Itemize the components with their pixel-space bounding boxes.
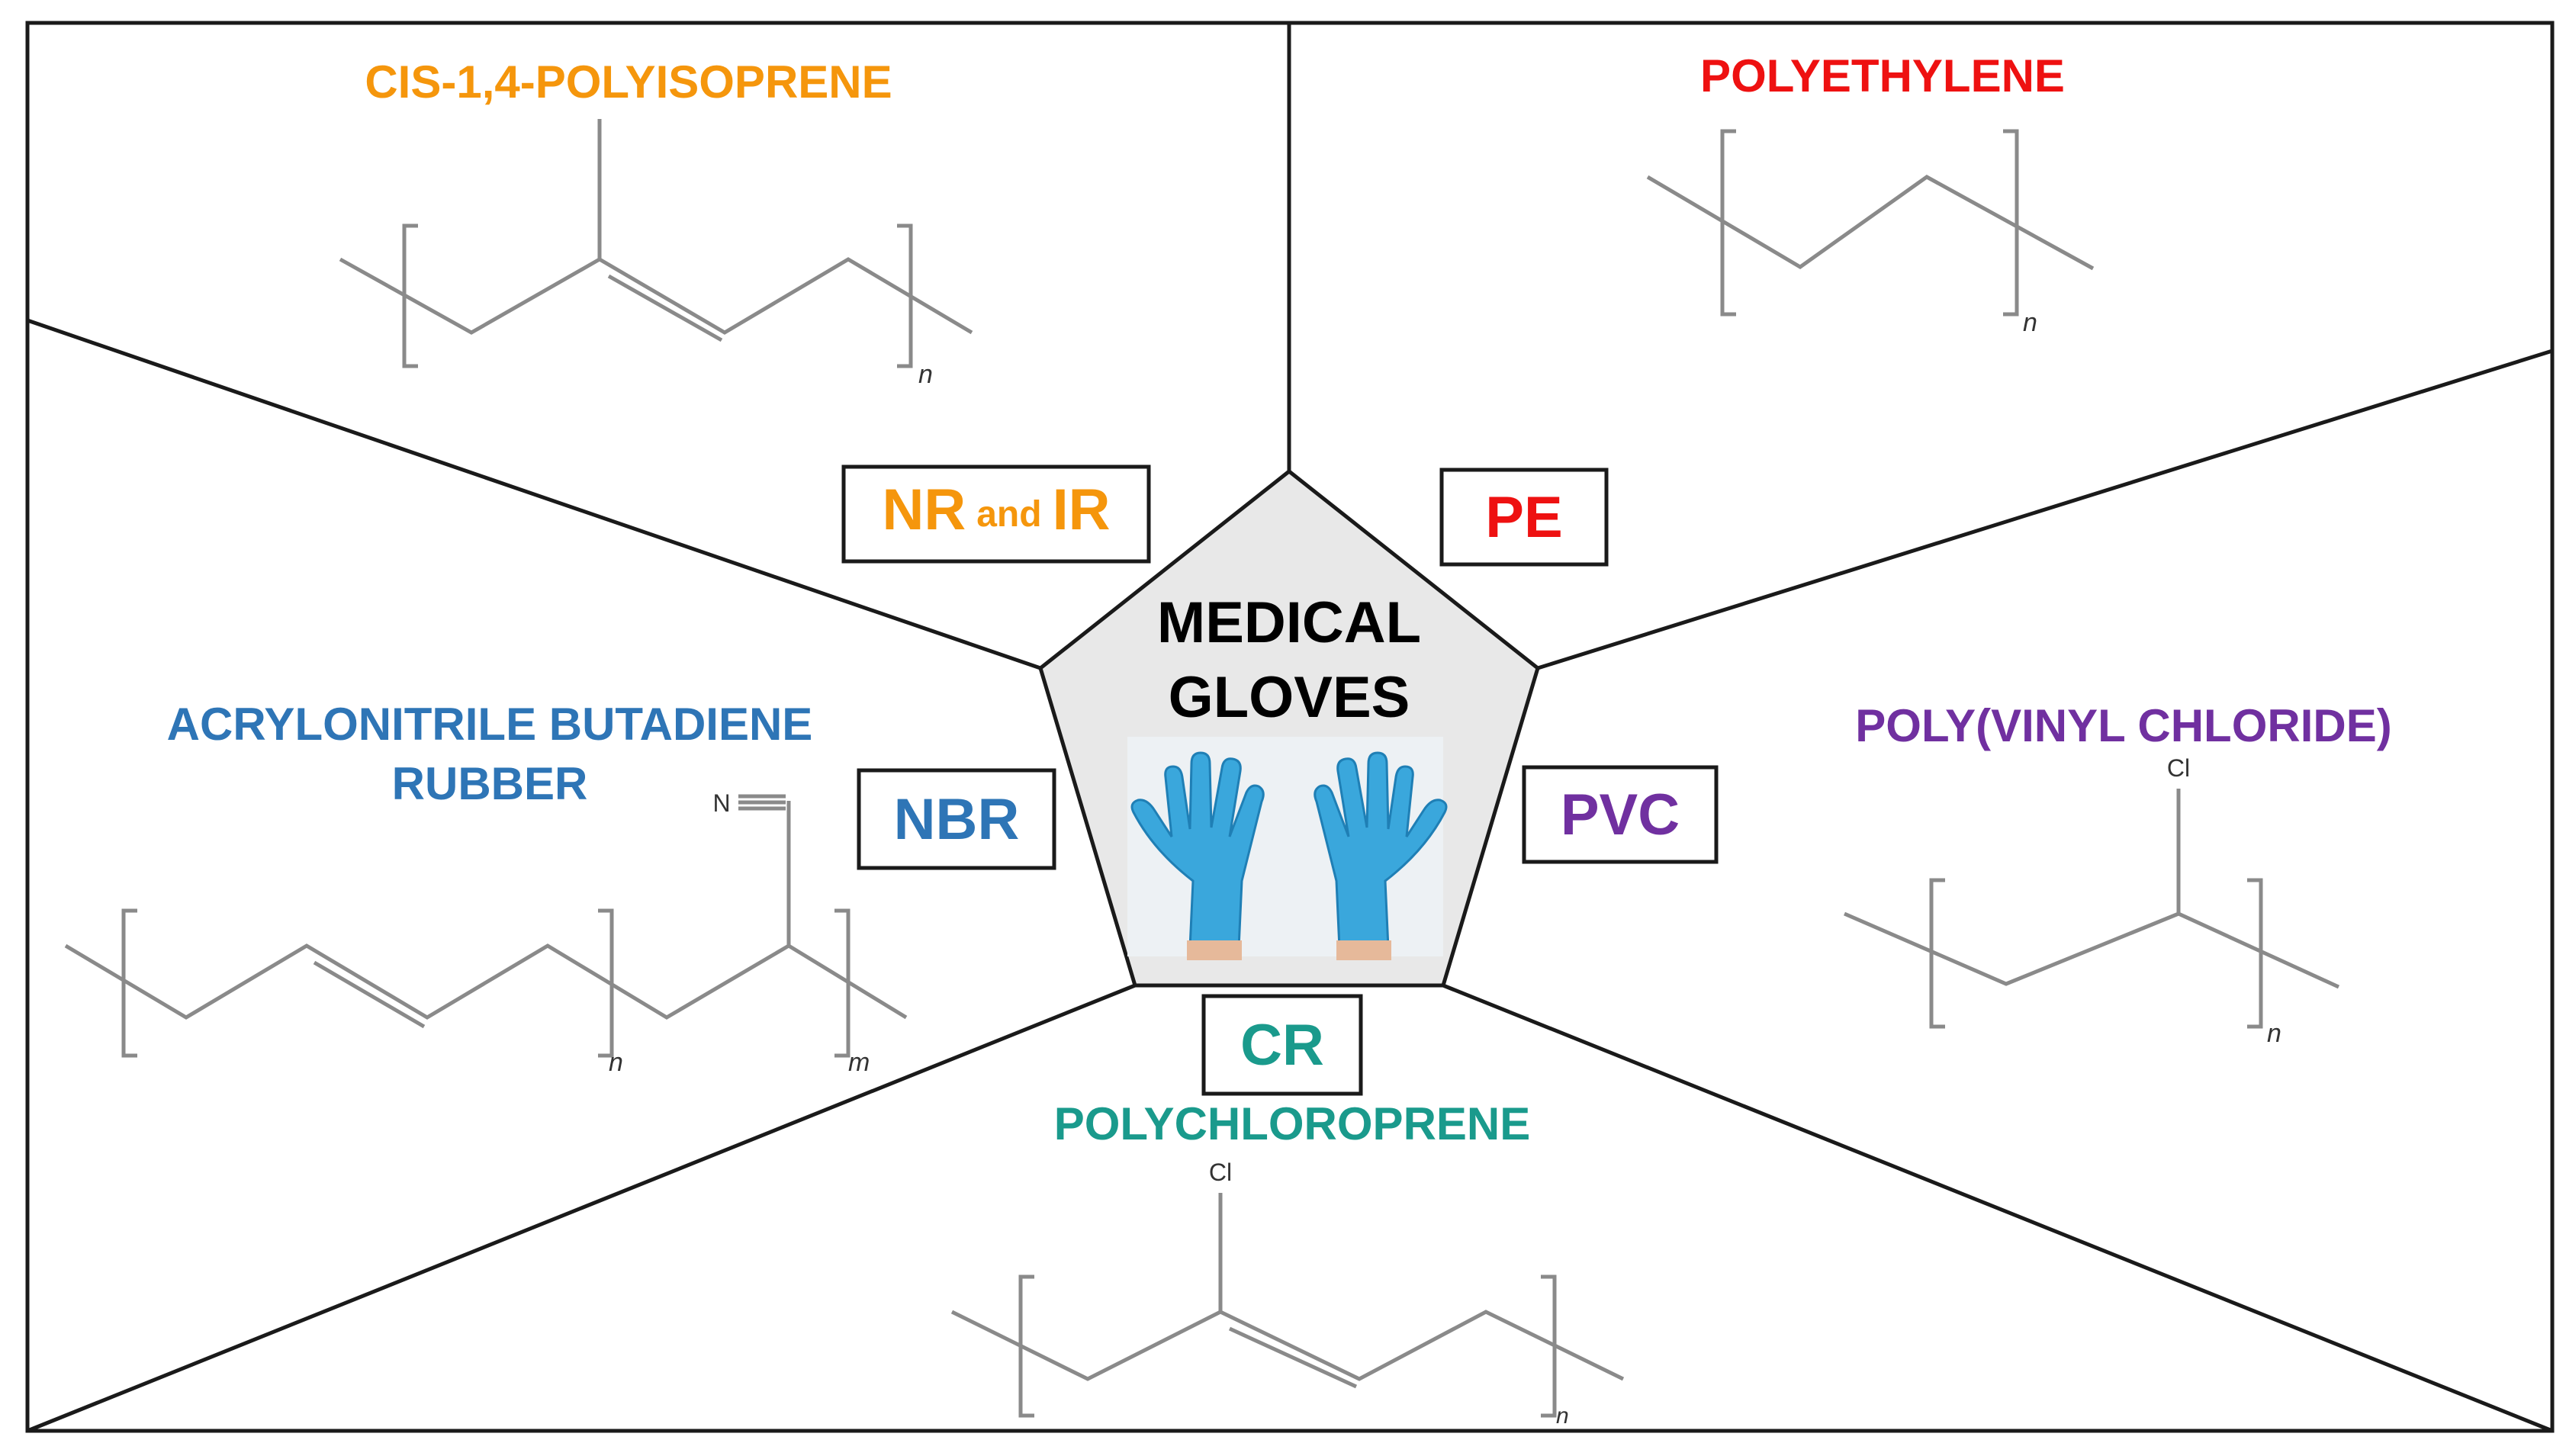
- heading-polyethylene: POLYETHYLENE: [1700, 50, 2065, 101]
- gloves-photo: [1127, 737, 1448, 960]
- divider-upper-left: [27, 318, 1041, 670]
- repeat-nbr-n: n: [609, 1048, 623, 1077]
- heading-polyisoprene: CIS-1,4-POLYISOPRENE: [365, 56, 892, 108]
- repeat-polyethylene: n: [2023, 308, 2037, 337]
- box-pvc: PVC: [1522, 765, 1719, 864]
- repeat-pvc: n: [2267, 1019, 2281, 1048]
- structure-polyethylene: [1646, 129, 2095, 317]
- divider-lower-left: [27, 983, 1136, 1433]
- repeat-polyisoprene: n: [918, 360, 933, 389]
- abbr-nr: NR: [882, 477, 966, 542]
- atom-chloroprene-cl: Cl: [1209, 1159, 1232, 1186]
- box-cr: CR: [1201, 994, 1363, 1096]
- glove-right-icon: [1314, 751, 1448, 960]
- abbr-nbr: NBR: [894, 787, 1020, 852]
- abbr-ir: IR: [1053, 477, 1111, 542]
- divider-lower-right: [1442, 983, 2553, 1433]
- center-title-line1: MEDICAL: [1157, 590, 1421, 655]
- abbr-and: and: [976, 494, 1041, 535]
- heading-chloroprene: POLYCHLOROPRENE: [1054, 1098, 1531, 1149]
- abbr-pvc: PVC: [1561, 783, 1680, 847]
- abbr-cr: CR: [1240, 1013, 1324, 1078]
- structure-nbr: [64, 794, 908, 1058]
- abbr-pe: PE: [1485, 485, 1562, 550]
- divider-upper-right: [1537, 349, 2553, 670]
- structure-chloroprene: [950, 1193, 1625, 1418]
- repeat-nbr-m: m: [848, 1048, 870, 1077]
- glove-left-icon: [1130, 751, 1265, 960]
- repeat-chloroprene: n: [1556, 1403, 1569, 1429]
- heading-nbr-line2: RUBBER: [392, 758, 588, 809]
- heading-nbr-line1: ACRYLONITRILE BUTADIENE: [167, 699, 813, 750]
- structure-pvc: [1844, 789, 2340, 1029]
- center-title-line2: GLOVES: [1169, 665, 1410, 730]
- box-pe: PE: [1439, 468, 1609, 567]
- heading-pvc: POLY(VINYL CHLORIDE): [1855, 700, 2391, 751]
- atom-pvc-cl: Cl: [2167, 754, 2190, 782]
- section-dividers: [27, 23, 2553, 1433]
- box-nbr: NBR: [857, 768, 1056, 870]
- structure-polyisoprene: [339, 119, 973, 368]
- atom-nbr-n: N: [712, 789, 730, 817]
